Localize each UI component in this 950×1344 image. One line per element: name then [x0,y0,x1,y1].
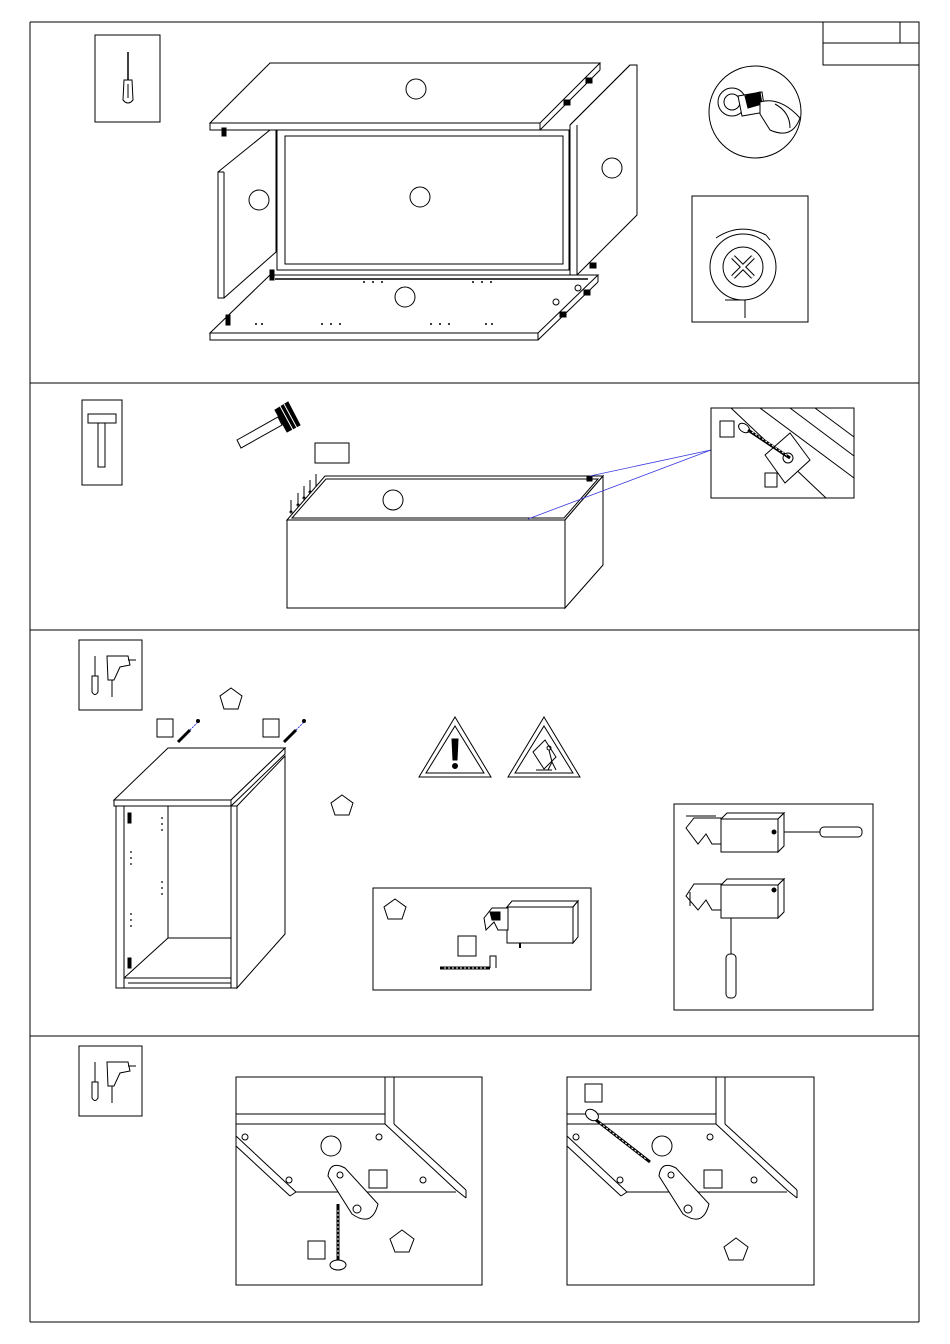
drill-icon [107,1062,136,1103]
tip-over-warning-icon [508,717,580,777]
screwdriver-icon [92,656,98,695]
part-number-box [704,1170,722,1188]
screw-icon [440,956,496,968]
drill-icon [107,656,136,697]
part-marker-circle [652,1136,672,1156]
pentagon-marker [724,1238,748,1260]
back-panel [277,130,569,270]
top-panel [210,63,600,130]
part-number-box [308,1241,325,1259]
cabinet-frame [114,748,285,988]
pentagon-marker [384,899,406,919]
pentagon-marker [331,795,353,815]
part-number-box [315,443,349,463]
step-3 [79,640,873,1010]
cam-lock-insertion-detail [709,66,801,158]
tool-box [79,640,142,710]
part-number-box [157,719,173,737]
hammer-illustration [237,402,300,448]
page-number-box [823,22,919,65]
part-number-box [765,473,777,487]
screw-icons [178,720,306,743]
cam-lock-rotation-detail [692,196,808,322]
caution-warning-icon [419,717,491,777]
screwdriver-icon [92,1062,98,1101]
tool-box [79,1046,142,1116]
pentagon-marker [220,688,242,709]
tool-box [95,35,160,122]
tool-box [82,400,122,485]
screwdriver-icon [123,52,133,103]
wall-plate-screw-detail [236,1077,482,1285]
corner-screw-detail [711,408,854,498]
part-number-box [585,1084,602,1102]
right-side-panel [564,65,637,275]
part-number-box [458,936,476,956]
hammer-icon [88,414,116,467]
hanger-bracket-detail [373,888,591,990]
part-number-box [720,421,734,437]
bracket-adjustment-detail [674,804,873,1010]
part-number-box [263,719,279,737]
wall-plate-fixed-detail [567,1077,814,1285]
cabinet-box [287,476,603,608]
part-number-box [369,1170,387,1188]
step-2 [82,400,854,608]
step-1 [95,35,808,340]
step-4 [79,1046,814,1285]
left-side-panel [218,130,276,298]
pentagon-marker [390,1230,414,1252]
part-marker-circle [321,1136,341,1156]
